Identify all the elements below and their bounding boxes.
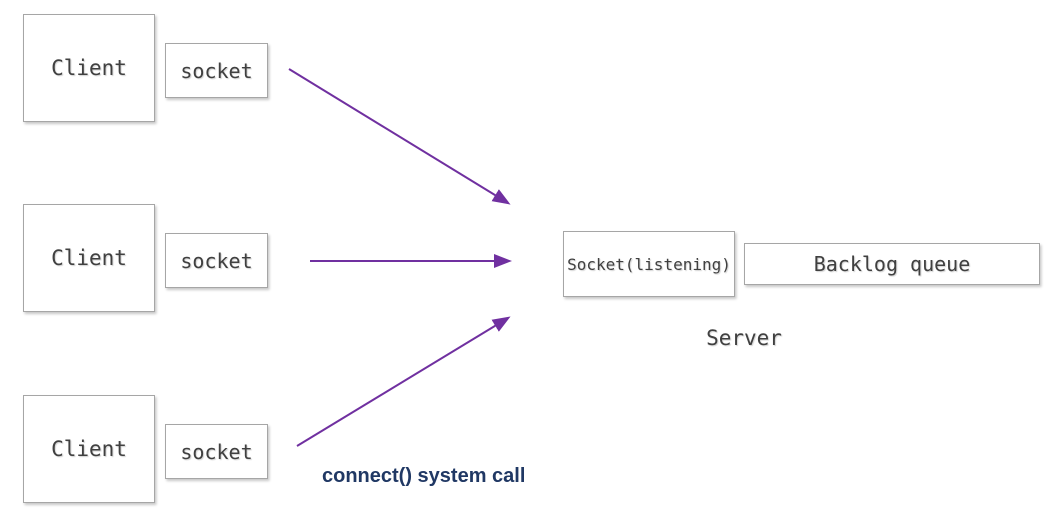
client-label: Client (51, 437, 127, 461)
client-box-1: Client (23, 14, 155, 122)
socket-label: socket (180, 439, 253, 464)
client-box-3: Client (23, 395, 155, 503)
client-label: Client (51, 56, 127, 80)
listening-socket-label: Socket(listening) (567, 254, 731, 274)
client-box-2: Client (23, 204, 155, 312)
socket-label: socket (180, 58, 253, 83)
backlog-queue-box: Backlog queue (744, 243, 1040, 285)
arrow-client-3-socket-to-listening-socket (296, 316, 511, 447)
backlog-queue-label: Backlog queue (813, 252, 971, 276)
client-socket-box-1: socket (165, 43, 268, 98)
socket-label: socket (180, 248, 253, 273)
listening-socket-box: Socket(listening) (563, 231, 735, 297)
client-socket-box-2: socket (165, 233, 268, 288)
server-caption: Server (706, 326, 782, 350)
client-socket-box-3: socket (165, 424, 268, 479)
client-label: Client (51, 246, 127, 270)
connect-system-call-label: connect() system call (322, 465, 526, 487)
arrow-client-1-socket-to-listening-socket (288, 68, 511, 205)
